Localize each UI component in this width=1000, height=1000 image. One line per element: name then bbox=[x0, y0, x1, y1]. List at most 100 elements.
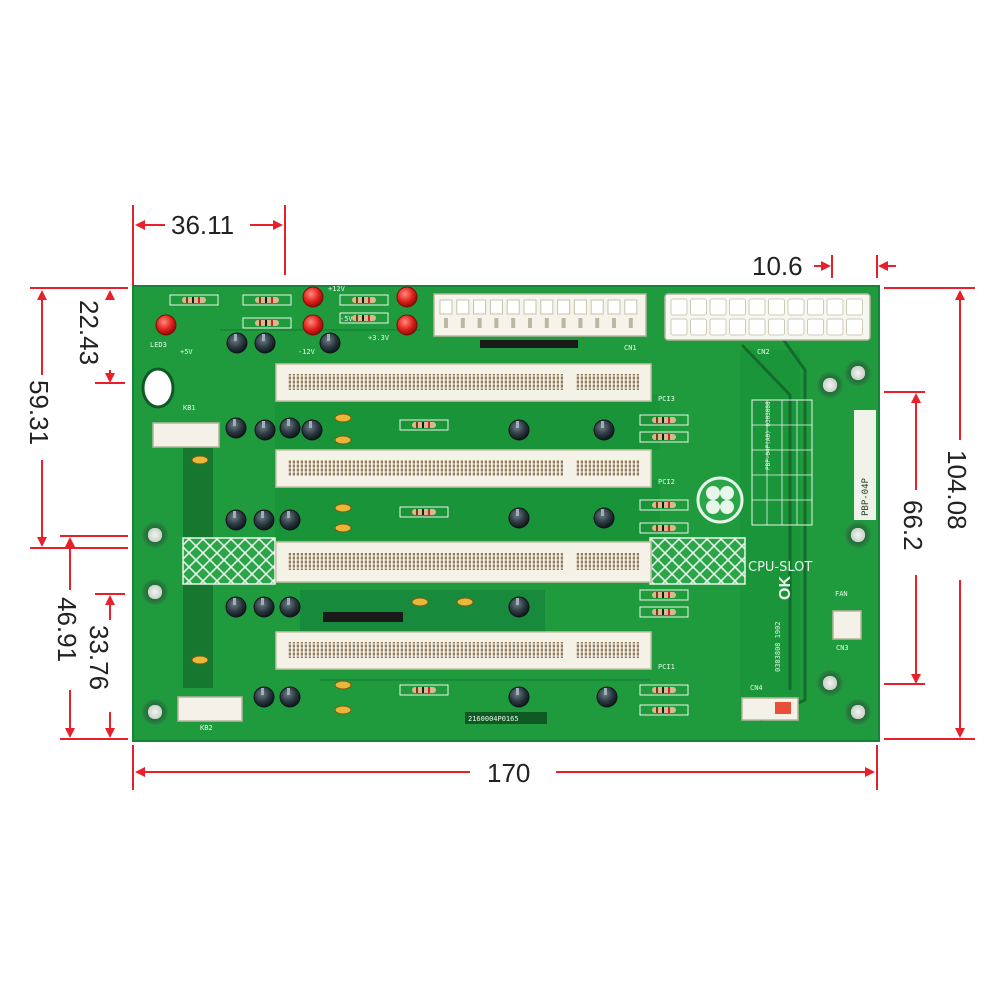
resistor-band bbox=[656, 592, 658, 598]
connector-kb1 bbox=[152, 422, 220, 448]
resistor-band bbox=[668, 609, 670, 615]
cn2-pin bbox=[787, 298, 805, 316]
resistor-band bbox=[668, 417, 670, 423]
resistor-outline bbox=[399, 684, 449, 696]
dim-left-offset: 36.11 bbox=[171, 210, 234, 240]
silk-power-m5v: -5V bbox=[340, 315, 353, 323]
resistor-outline bbox=[639, 431, 689, 443]
resistor-band bbox=[416, 509, 418, 515]
resistor-band bbox=[368, 315, 370, 321]
capacitor bbox=[253, 686, 275, 708]
dim-top-long: 59.31 bbox=[24, 380, 54, 445]
capacitor bbox=[253, 509, 275, 531]
connector-cn1 bbox=[433, 293, 647, 337]
cn2-pin bbox=[807, 298, 824, 316]
cn1-pin bbox=[557, 299, 571, 315]
silk-power-33v: +3.3V bbox=[368, 334, 390, 342]
smd-capacitor bbox=[191, 455, 209, 465]
cn2-pin bbox=[748, 298, 766, 316]
irq-table bbox=[751, 399, 813, 526]
resistor-band bbox=[271, 297, 273, 303]
capacitor-stripe bbox=[309, 421, 312, 428]
resistor-band bbox=[668, 434, 670, 440]
resistor-band bbox=[668, 525, 670, 531]
capacitor bbox=[508, 596, 530, 618]
resistor-band bbox=[368, 297, 370, 303]
cn1-lead bbox=[511, 318, 516, 328]
dimension-lines: 36.11 10.6 170 22.43 59.31 bbox=[24, 205, 975, 790]
capacitor-stripe bbox=[287, 511, 290, 518]
capacitor-stripe bbox=[604, 688, 607, 695]
cpu-slot bbox=[275, 541, 652, 583]
dim-right-offset: 10.6 bbox=[752, 251, 803, 281]
resistor-band bbox=[662, 525, 664, 531]
capacitor bbox=[279, 417, 301, 439]
capacitor-stripe bbox=[261, 688, 264, 695]
silk-power-5v: +5V bbox=[180, 348, 193, 356]
resistor-band bbox=[198, 297, 200, 303]
resistor-band bbox=[422, 509, 424, 515]
cpu-slot-keepout bbox=[182, 537, 746, 585]
capacitor-stripe bbox=[516, 598, 519, 605]
led bbox=[302, 314, 324, 336]
cn1-lead bbox=[477, 318, 482, 328]
resistor-network-2 bbox=[323, 612, 403, 622]
silk-serial: 2160004P0165 bbox=[468, 715, 519, 723]
resistor-band bbox=[422, 687, 424, 693]
cn2-pin bbox=[768, 298, 785, 316]
cn2-pin bbox=[690, 298, 707, 316]
cn2-pin bbox=[709, 318, 727, 336]
cn1-pin bbox=[624, 299, 638, 315]
capacitor-stripe bbox=[234, 334, 237, 341]
silk-led3: LED3 bbox=[150, 341, 167, 349]
cn1-lead bbox=[612, 318, 616, 328]
smd-capacitor bbox=[334, 435, 352, 445]
capacitor-stripe bbox=[516, 509, 519, 516]
capacitor-stripe bbox=[262, 421, 265, 428]
resistor-outline bbox=[639, 589, 689, 601]
silk-ul: 0303808 1902 bbox=[774, 621, 782, 672]
resistor-band bbox=[656, 417, 658, 423]
cn2-pin bbox=[670, 298, 688, 316]
capacitor bbox=[226, 332, 248, 354]
cn1-pin bbox=[590, 299, 604, 315]
resistor-band bbox=[656, 502, 658, 508]
capacitor bbox=[593, 419, 615, 441]
silk-kb2: KB2 bbox=[200, 724, 213, 732]
resistor-band bbox=[662, 417, 664, 423]
capacitor-stripe bbox=[262, 334, 265, 341]
resistor-outline bbox=[639, 522, 689, 534]
capacitor bbox=[279, 596, 301, 618]
capacitor-stripe bbox=[516, 421, 519, 428]
silk-cn1: CN1 bbox=[624, 344, 637, 352]
resistor-band bbox=[656, 687, 658, 693]
serial-plate bbox=[465, 712, 547, 724]
resistor-band bbox=[259, 320, 261, 326]
resistor-outline bbox=[639, 414, 689, 426]
cn2-pin bbox=[709, 298, 727, 316]
capacitor bbox=[279, 686, 301, 708]
smd-capacitor bbox=[334, 503, 352, 513]
capacitor-stripe bbox=[233, 511, 236, 518]
resistor-band bbox=[656, 707, 658, 713]
resistor-band bbox=[656, 525, 658, 531]
resistor-outline bbox=[242, 317, 292, 329]
resistor-band bbox=[428, 422, 430, 428]
capacitor-stripe bbox=[327, 334, 330, 341]
capacitor bbox=[508, 419, 530, 441]
capacitor-stripe bbox=[601, 509, 604, 516]
resistor-outline bbox=[639, 704, 689, 716]
resistor-band bbox=[662, 592, 664, 598]
capacitor-stripe bbox=[601, 421, 604, 428]
cn1-lead bbox=[578, 318, 583, 328]
cn1-pin bbox=[439, 299, 453, 315]
cn1-lead bbox=[460, 318, 465, 328]
capacitor bbox=[254, 332, 276, 354]
cn2-pin bbox=[729, 298, 746, 316]
capacitor bbox=[279, 509, 301, 531]
resistor-band bbox=[662, 502, 664, 508]
silk-cn2: CN2 bbox=[757, 348, 770, 356]
cn2-pin bbox=[846, 318, 863, 336]
resistor-outline bbox=[169, 294, 219, 306]
